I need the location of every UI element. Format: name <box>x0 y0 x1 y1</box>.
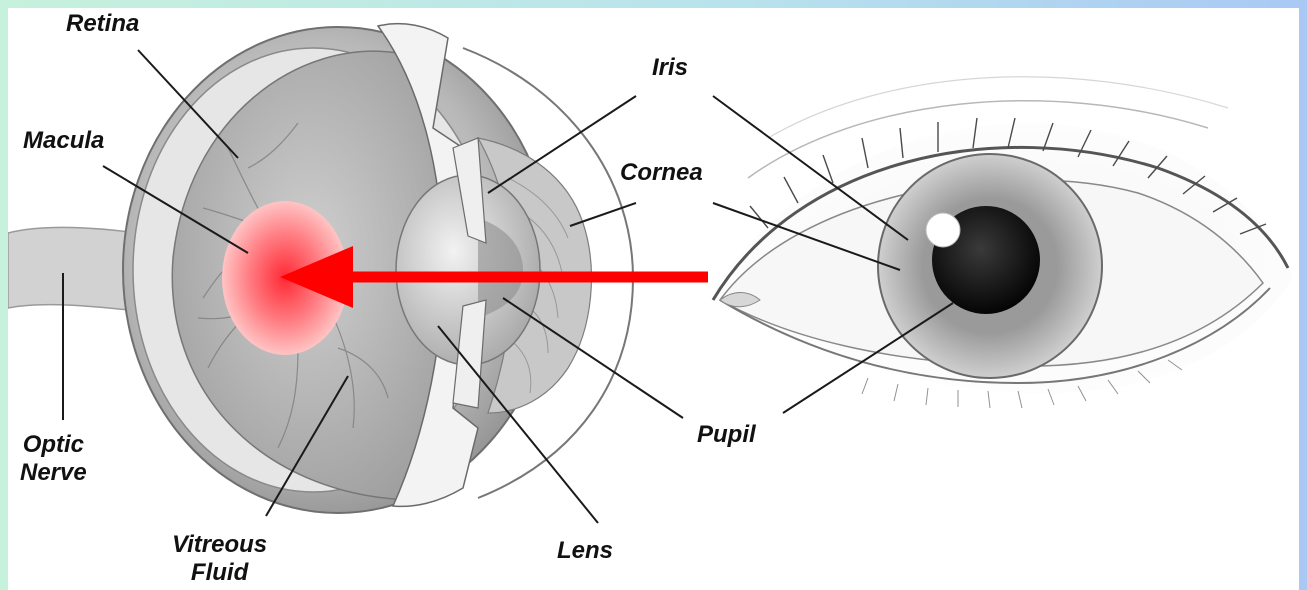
external-eye <box>708 77 1293 408</box>
label-optic-nerve-line1: Optic <box>20 431 87 459</box>
eye-illustration <box>8 8 1299 590</box>
label-vitreous-fluid-line1: Vitreous <box>172 531 267 559</box>
eyeball-cross-section <box>123 24 633 513</box>
label-cornea: Cornea <box>620 159 703 187</box>
label-vitreous-fluid: Vitreous Fluid <box>172 531 267 586</box>
label-macula: Macula <box>23 127 104 155</box>
label-vitreous-fluid-line2: Fluid <box>172 559 267 587</box>
label-iris: Iris <box>652 54 688 82</box>
label-optic-nerve-line2: Nerve <box>20 459 87 487</box>
label-pupil: Pupil <box>697 421 756 449</box>
label-lens: Lens <box>557 537 613 565</box>
label-optic-nerve: Optic Nerve <box>20 431 87 486</box>
label-retina: Retina <box>66 10 139 38</box>
eye-anatomy-diagram: Retina Macula Optic Nerve Vitreous Fluid… <box>8 8 1299 590</box>
